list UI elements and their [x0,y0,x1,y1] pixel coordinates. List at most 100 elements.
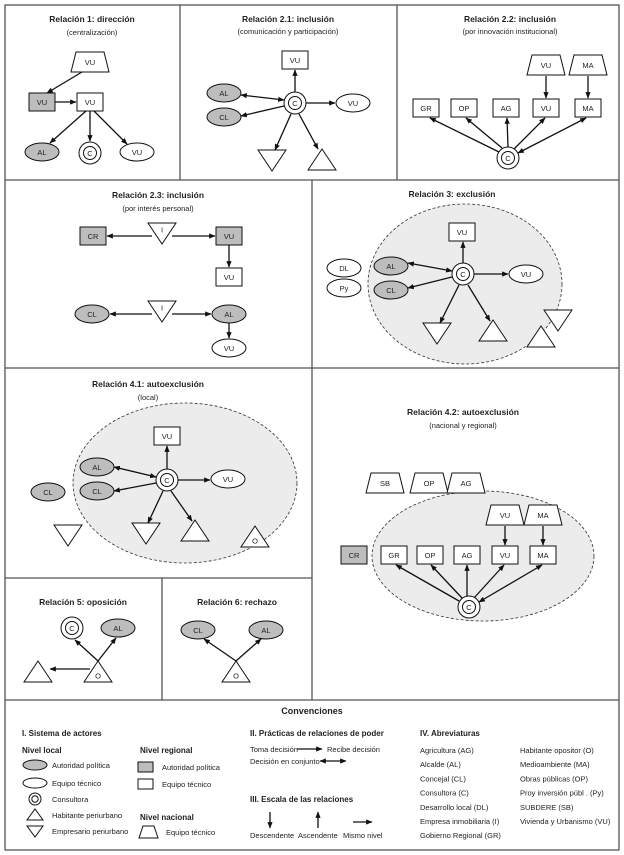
actor-node: VU [281,50,309,70]
resident-triangle [240,525,270,548]
actor-label: VU [224,232,234,241]
actor-node: AL [79,457,115,477]
political-authority-ellipse [24,142,60,162]
actor-node: C [60,616,84,640]
legend-label: Equipo técnico [52,779,101,788]
political-authority-ellipse [74,304,110,324]
abbreviation-item: Alcalde (AL) [420,760,461,769]
panel-title: Relación 2.2: inclusión [464,14,556,24]
actor-label: C [460,270,466,279]
actor-label: VU [348,99,358,108]
actor-node: AL [206,83,242,103]
joint-decision-arrow [113,465,157,479]
technical-team-ellipse [326,258,362,278]
actor-label: C [69,624,75,633]
panel-frames [4,4,620,851]
national-team-trapezoid [365,472,405,494]
actor-node: Py [326,278,362,298]
actor-label: AG [501,104,512,113]
actor-label: VU [223,475,233,484]
regional-team-rect [412,98,440,118]
abbreviation-item: Agricultura (AG) [420,746,474,755]
actor-node: AL [248,620,284,640]
descending-label: Descendente [250,831,294,840]
actor-node: AL [24,142,60,162]
actor-label: AL [113,624,122,633]
actor-node: OP [409,472,449,494]
actor-label: OP [425,551,436,560]
actor-label: GR [420,104,432,113]
decision-arrow [240,105,285,118]
resident-triangle [221,660,251,683]
actor-node: VU [335,93,371,113]
joint-decision-arrow [240,93,285,102]
exclusion-area [72,402,298,564]
joint-decision-label: Decisión en conjunto [250,757,320,766]
actor-label: CL [92,487,102,496]
political-authority-ellipse [180,620,216,640]
national-team-trapezoid [526,54,566,76]
panel-subtitle: (local) [138,393,159,402]
actor-label: CR [88,232,99,241]
panel-title: Relación 4.1: autoexclusión [92,379,204,389]
panel-title: Relación 2.3: inclusión [112,190,204,200]
actor-label: VU [85,58,95,67]
actor-node: MA [574,98,602,118]
regional-team-rect [215,267,243,287]
panel-title: Relación 4.2: autoexclusión [407,407,519,417]
regional-team-rect [416,545,444,565]
legend-label: Empresario periurbano [52,827,128,836]
developer-triangle [53,524,83,547]
regional-team-icon [137,778,154,790]
actor-label: MA [582,61,593,70]
panel-subtitle: (nacional y regional) [429,421,497,430]
actor-label: DL [339,264,349,273]
decision-arrow [298,113,319,150]
actor-node: VU [532,98,560,118]
actor-node: OP [416,545,444,565]
actor-label: VU [290,56,300,65]
regional-authority-icon [137,761,154,773]
decision-arrow [147,490,164,524]
joint-decision-arrow [517,117,587,154]
national-team-trapezoid [523,504,563,526]
actor-node [23,660,53,683]
national-team-trapezoid [446,472,486,494]
same-level-label: Mismo nivel [343,831,383,840]
actor-node [478,319,508,342]
actor-node: VU [76,92,104,112]
decision-arrow [170,490,193,522]
actor-node: GR [412,98,440,118]
political-authority-ellipse [79,481,115,501]
ascending-label: Ascendente [298,831,338,840]
consultora-node [496,146,520,170]
actor-node: AL [373,256,409,276]
actor-node: OP [450,98,478,118]
developer-triangle [257,149,287,172]
actor-node: C [451,262,475,286]
actor-node: O [83,660,113,683]
actor-node: DL [326,258,362,278]
regional-team-rect [76,92,104,112]
regional-team-rect [532,98,560,118]
actor-node: MA [529,545,557,565]
actor-node: SB [365,472,405,494]
resident-triangle [180,519,210,542]
technical-team-ellipse [211,338,247,358]
regional-level-heading: Nivel regional [140,746,192,755]
regional-team-rect [491,545,519,565]
panel-title: Relación 6: rechazo [197,597,277,607]
actor-label: AG [461,479,472,488]
joint-decision-arrow [478,564,543,603]
consultora-node [78,141,102,165]
decision-arrow [49,110,87,144]
actor-node: CR [340,545,368,565]
actor-label: O [95,672,101,681]
decision-arrow [274,113,292,151]
developer-triangle-icon [26,825,44,838]
abbreviation-item: Vivienda y Urbanismo (VU) [520,817,611,826]
relation-panel-1: Relación 2.1: inclusión(comunicación y p… [206,14,371,172]
